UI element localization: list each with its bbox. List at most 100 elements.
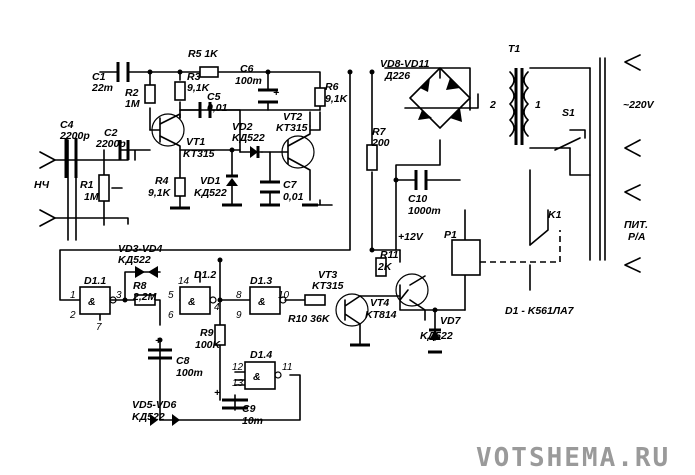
r3-value: 9,1K bbox=[187, 82, 211, 94]
svg-text:3: 3 bbox=[116, 290, 122, 301]
r8-resistor bbox=[134, 294, 156, 306]
r5-resistor bbox=[199, 66, 219, 78]
r11-value: 2K bbox=[377, 261, 393, 273]
r8-value: 2,2M bbox=[132, 291, 157, 303]
mains-label: ~220V bbox=[623, 99, 655, 111]
c8-name: C8 bbox=[176, 355, 190, 367]
r9-value: 100K bbox=[195, 339, 222, 351]
gate-d1-3-symbol: & bbox=[258, 296, 266, 308]
r3-resistor bbox=[174, 81, 186, 101]
d13-label: D1.3 bbox=[250, 275, 272, 287]
r1-name: R1 bbox=[80, 179, 94, 191]
gate-d1-2-symbol: & bbox=[188, 296, 196, 308]
svg-text:11: 11 bbox=[282, 362, 292, 373]
vt3-type: KT315 bbox=[312, 280, 344, 292]
d11-label: D1.1 bbox=[84, 275, 106, 287]
p1-label: P1 bbox=[444, 229, 457, 241]
vd7-type: KД522 bbox=[420, 330, 453, 342]
r7-value: 200 bbox=[371, 137, 390, 149]
bridge-name: VD8-VD11 bbox=[380, 58, 430, 70]
svg-text:13: 13 bbox=[232, 378, 244, 389]
c1-name: C1 bbox=[92, 71, 106, 83]
svg-text:8: 8 bbox=[236, 290, 242, 301]
s1-label: S1 bbox=[562, 107, 575, 119]
t1-pin1: 1 bbox=[535, 99, 541, 111]
r8-name: R8 bbox=[133, 280, 147, 292]
gate-d1-4-symbol: & bbox=[253, 371, 261, 383]
r4-resistor bbox=[174, 177, 186, 197]
r10-label: R10 36K bbox=[288, 313, 331, 325]
vt4-name: VT4 bbox=[370, 297, 389, 309]
c2-value: 2200p bbox=[95, 138, 126, 150]
vd56-type: KД522 bbox=[132, 411, 165, 423]
k1-label: K1 bbox=[548, 209, 562, 221]
r9-resistor bbox=[214, 324, 226, 346]
c5-value: 0,01 bbox=[207, 102, 228, 114]
c9-value: 10m bbox=[242, 415, 263, 427]
svg-text:4: 4 bbox=[214, 302, 220, 313]
c6-name: C6 bbox=[240, 63, 254, 75]
r5-label: R5 1K bbox=[188, 48, 219, 60]
c5-name: C5 bbox=[207, 91, 221, 103]
r4-name: R4 bbox=[155, 175, 169, 187]
d12-label: D1.2 bbox=[194, 269, 216, 281]
pit-label-1: ПИТ. bbox=[624, 219, 648, 231]
svg-text:7: 7 bbox=[96, 322, 102, 333]
t1-label: T1 bbox=[508, 43, 520, 55]
vd1-name: VD1 bbox=[200, 175, 221, 187]
d14-label: D1.4 bbox=[250, 349, 272, 361]
r6-value: 9,1K bbox=[325, 93, 349, 105]
c4-value: 2200p bbox=[59, 130, 90, 142]
c1-value: 22m bbox=[91, 82, 113, 94]
components bbox=[39, 54, 641, 426]
nch-label: НЧ bbox=[34, 179, 50, 191]
d1-note: D1 - K561ЛA7 bbox=[505, 305, 575, 317]
vt3-transistor bbox=[335, 293, 369, 327]
wires bbox=[54, 57, 606, 421]
svg-text:12: 12 bbox=[232, 362, 244, 373]
gate-d1-1-symbol: & bbox=[88, 296, 96, 308]
r7-resistor bbox=[366, 144, 378, 171]
gate-d1-4 bbox=[244, 361, 276, 390]
r7-name: R7 bbox=[372, 126, 387, 138]
vt4-transistor bbox=[395, 273, 429, 307]
c10-value: 1000m bbox=[408, 205, 441, 217]
p1-relay bbox=[451, 239, 481, 276]
svg-text:1: 1 bbox=[70, 290, 76, 301]
labels: C1 22m R5 1K R2 1M R3 9,1K C5 0,01 C6 10… bbox=[34, 43, 655, 427]
r9-name: R9 bbox=[200, 327, 214, 339]
r4-value: 9,1K bbox=[148, 187, 172, 199]
vt2-name: VT2 bbox=[283, 111, 302, 123]
c6-value: 100m bbox=[235, 75, 262, 87]
r1-value: 1M bbox=[84, 191, 99, 203]
c8-plus: + bbox=[155, 335, 161, 347]
svg-text:10: 10 bbox=[278, 290, 290, 301]
vt4-type: KT814 bbox=[365, 309, 397, 321]
vt1-name: VT1 bbox=[186, 136, 205, 148]
bridge-type: Д226 bbox=[384, 70, 410, 82]
plus12-label: +12V bbox=[398, 231, 424, 243]
svg-text:5: 5 bbox=[168, 290, 174, 301]
c9-name: C9 bbox=[242, 403, 256, 415]
r2-resistor bbox=[144, 84, 156, 104]
watermark: VOTSHEMA.RU bbox=[476, 443, 670, 473]
vd34-type: KД522 bbox=[118, 254, 151, 266]
r6-name: R6 bbox=[325, 81, 339, 93]
r11-name: R11 bbox=[380, 249, 399, 261]
svg-text:9: 9 bbox=[236, 310, 242, 321]
vt2-type: KT315 bbox=[276, 122, 308, 134]
r6-resistor bbox=[314, 87, 326, 107]
c6-plus: + bbox=[273, 87, 279, 99]
vd56-name: VD5-VD6 bbox=[132, 399, 177, 411]
svg-text:2: 2 bbox=[69, 310, 76, 321]
pit-label-2: P/A bbox=[628, 231, 646, 243]
c7-value: 0,01 bbox=[283, 191, 304, 203]
c2-name: C2 bbox=[104, 127, 118, 139]
c7-name: C7 bbox=[283, 179, 298, 191]
r2-name: R2 bbox=[125, 87, 139, 99]
c4-name: C4 bbox=[60, 119, 74, 131]
c8-value: 100m bbox=[176, 367, 203, 379]
c10-name: C10 bbox=[408, 193, 427, 205]
svg-text:6: 6 bbox=[168, 310, 174, 321]
